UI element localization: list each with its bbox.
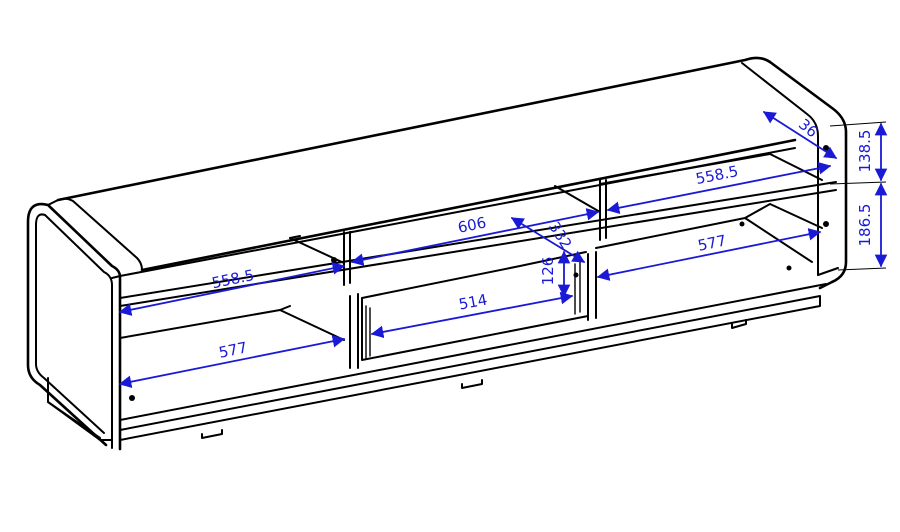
lower-right-wall bbox=[595, 203, 823, 263]
upper-compartment-walls bbox=[289, 153, 823, 264]
right-height-extensions bbox=[829, 121, 887, 271]
dim-middle-depth: 332 bbox=[545, 218, 575, 252]
left-end-panel-front bbox=[26, 202, 122, 451]
dim-line-upper-right bbox=[606, 162, 832, 214]
extension-lines bbox=[829, 121, 887, 271]
dim-lower-right-width: 577 bbox=[696, 231, 728, 254]
divider-right-lower bbox=[587, 251, 597, 321]
dim-lower-left-width: 577 bbox=[217, 338, 249, 361]
right-end-panel bbox=[768, 60, 848, 290]
dim-line-upper-left bbox=[118, 262, 346, 316]
dim-line-lower-middle bbox=[370, 291, 574, 339]
dim-line-right-depth bbox=[762, 111, 838, 159]
dim-line-middle-depth bbox=[510, 217, 586, 263]
lower-left-wall bbox=[119, 305, 345, 341]
drawer-runner bbox=[365, 261, 581, 359]
divider-left-upper bbox=[343, 231, 351, 286]
plinth-feet bbox=[201, 319, 747, 439]
plinth-front bbox=[119, 295, 821, 441]
right-end-panel-inner bbox=[741, 62, 819, 276]
pin-lower-right bbox=[739, 221, 745, 227]
left-end-panel-top-edge bbox=[47, 197, 143, 271]
pin-drawer bbox=[573, 272, 579, 278]
top-surface-front-edge bbox=[140, 138, 797, 272]
dimension-annotations: 558.5 577 606 514 558.5 577 332 126 36 1… bbox=[118, 111, 888, 388]
pin-upper-left bbox=[331, 257, 337, 263]
lower-floor-front bbox=[119, 283, 827, 421]
plinth-left-bottom bbox=[47, 401, 101, 439]
dim-line-lower-left bbox=[118, 335, 346, 388]
pin-lower-left bbox=[129, 395, 135, 401]
top-surface-back-edge bbox=[56, 56, 772, 202]
dim-line-lower-right bbox=[596, 228, 822, 281]
dim-upper-middle-width: 606 bbox=[456, 213, 488, 236]
pin-middle-right bbox=[823, 221, 829, 227]
divider-right-upper bbox=[599, 179, 607, 241]
dim-lower-height: 186.5 bbox=[856, 204, 874, 247]
dim-lower-middle-width: 514 bbox=[457, 291, 489, 314]
divider-left-lower bbox=[349, 293, 359, 369]
dim-middle-height: 126 bbox=[539, 257, 557, 286]
pin-lower-right-2 bbox=[786, 265, 792, 271]
right-end-panel-back bbox=[817, 267, 839, 276]
dim-upper-height: 138.5 bbox=[856, 130, 874, 173]
cabinet-linework bbox=[26, 56, 848, 451]
left-end-panel-inner bbox=[35, 213, 113, 449]
